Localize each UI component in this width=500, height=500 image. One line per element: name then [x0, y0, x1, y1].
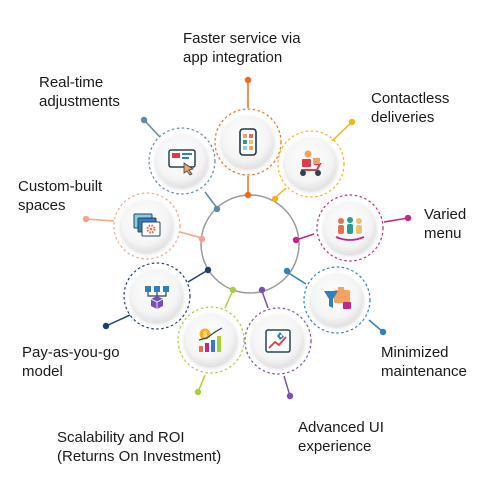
node-contactless [271, 118, 356, 203]
node-varied-menu [292, 194, 412, 262]
node-label-minimized-maintenance: Minimized maintenance [381, 344, 467, 380]
node-advanced-ui [244, 286, 312, 400]
people-menu-icon [335, 217, 365, 241]
node-minimized-maintenance [283, 266, 387, 336]
outer-dot [244, 76, 252, 84]
delivery-scooter-icon [300, 150, 322, 176]
node-pay-as-you-go [102, 262, 212, 330]
node-label-contactless: Contactless deliveries [371, 90, 450, 126]
svg-text:$: $ [203, 332, 207, 339]
node-label-real-time: Real-time adjustments [39, 74, 120, 110]
network-cubes-icon [145, 286, 169, 309]
node-label-varied-menu: Varied menu [424, 206, 467, 242]
touch-screen-icon [168, 149, 196, 176]
node-label-custom-built: Custom-built spaces [18, 178, 103, 214]
node-custom-built [82, 192, 206, 260]
rocket-growth-icon [265, 329, 291, 353]
orbit-ring [214, 108, 282, 176]
funnel-folder-icon [324, 287, 351, 309]
node-label-pay-as-you-go: Pay-as-you-go model [22, 344, 120, 380]
coin-bar-chart-icon: $ [198, 327, 223, 352]
node-scalability-roi: $ [177, 286, 245, 396]
node-label-advanced-ui: Advanced UI experience [298, 419, 384, 455]
gear-windows-icon [133, 213, 161, 237]
hub-dot [244, 191, 252, 199]
node-real-time [140, 116, 221, 213]
node-label-scalability-roi: Scalability and ROI (Returns On Investme… [57, 429, 222, 465]
phone-app-icon [239, 128, 257, 156]
node-faster-service [214, 76, 282, 199]
node-label-faster-service: Faster service via app integration [183, 30, 301, 66]
